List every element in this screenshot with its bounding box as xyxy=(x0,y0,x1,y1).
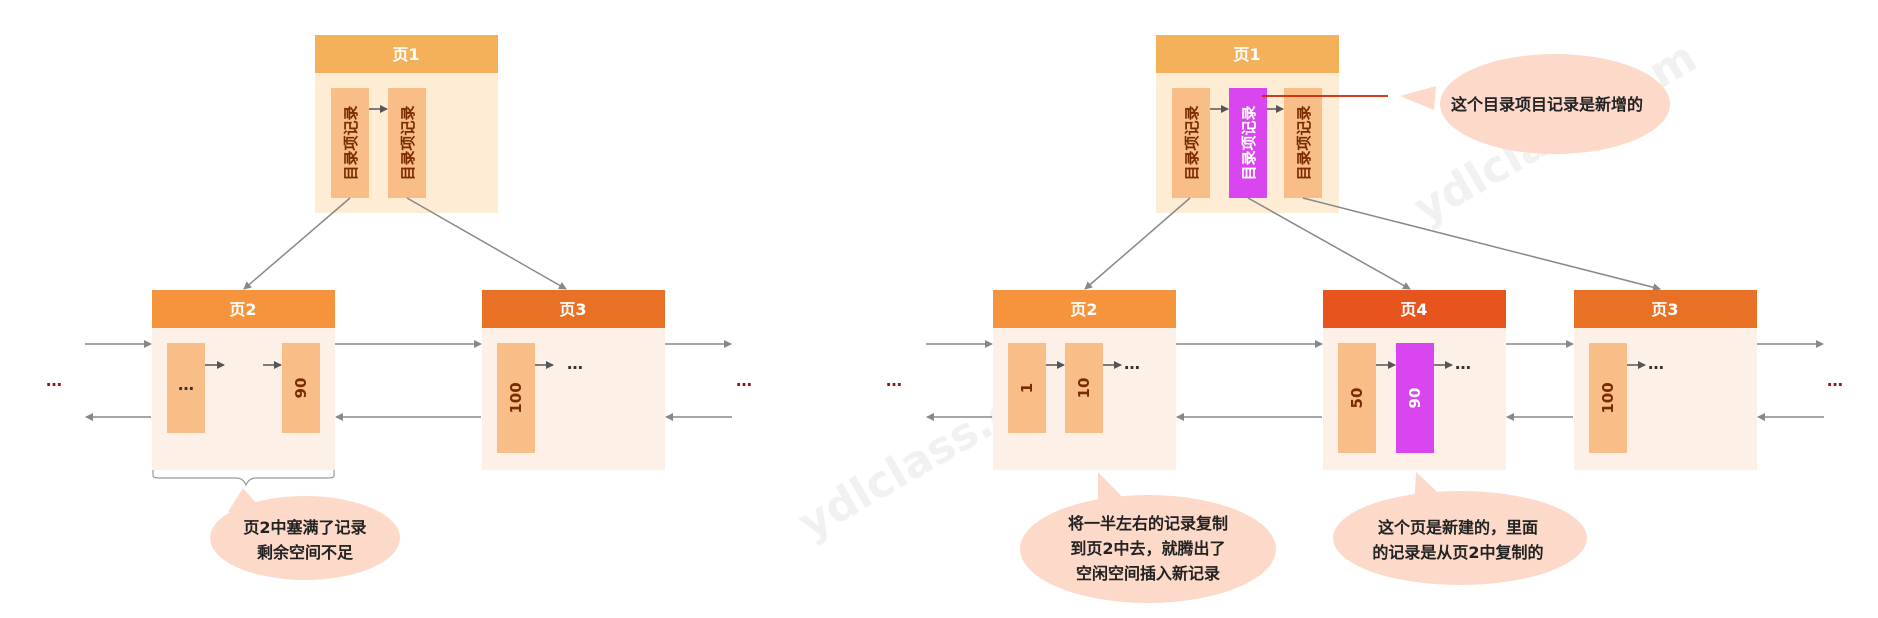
directory-record-label: 目录项记录 xyxy=(1183,105,1201,180)
ellipsis: … xyxy=(567,354,583,373)
directory-record-label: 目录项记录 xyxy=(1240,105,1258,180)
record-value: 1 xyxy=(1018,383,1036,393)
page-title: 页2 xyxy=(1070,300,1097,319)
speech-bubble: 页2中塞满了记录 剩余空间不足 xyxy=(210,488,400,580)
left-page2: 页2 … 90 xyxy=(152,290,335,470)
left-page3: 页3 100 … xyxy=(482,290,665,470)
new-data-record xyxy=(1396,343,1434,453)
data-record xyxy=(1338,343,1376,453)
directory-record-label: 目录项记录 xyxy=(342,105,360,180)
pointer-arrow xyxy=(406,197,567,290)
right-diagram: 页1 目录项记录 目录项记录 目录项记录 这个目录项目记录是新增的 页2 xyxy=(886,35,1843,603)
bubble-text: 到页2中去，就腾出了 xyxy=(1070,539,1225,558)
right-page4: 页4 50 90 … xyxy=(1323,290,1506,470)
speech-bubble: 这个页是新建的，里面 的记录是从页2中复制的 xyxy=(1333,472,1587,585)
bubble-text: 的记录是从页2中复制的 xyxy=(1372,543,1543,562)
page-title: 页3 xyxy=(1651,300,1678,319)
pointer-arrow xyxy=(1302,197,1661,292)
data-record xyxy=(167,343,205,433)
directory-record-label: 目录项记录 xyxy=(1295,105,1313,180)
ellipsis: … xyxy=(886,371,902,390)
data-record xyxy=(1008,343,1046,433)
right-page3: 页3 100 … xyxy=(1574,290,1757,470)
speech-bubble: 将一半左右的记录复制 到页2中去，就腾出了 空闲空间插入新记录 xyxy=(1020,472,1276,603)
data-record xyxy=(282,343,320,433)
directory-record-label: 目录项记录 xyxy=(399,105,417,180)
directory-record xyxy=(331,88,369,198)
directory-record xyxy=(388,88,426,198)
speech-bubble: 这个目录项目记录是新增的 xyxy=(1400,54,1670,154)
page-title: 页1 xyxy=(392,45,419,64)
ellipsis: … xyxy=(1648,354,1664,373)
page-title: 页1 xyxy=(1233,45,1260,64)
record-value: 100 xyxy=(1599,382,1617,413)
left-page1: 页1 目录项记录 目录项记录 xyxy=(315,35,498,213)
record-value: 100 xyxy=(507,382,525,413)
pointer-arrow xyxy=(1084,197,1191,290)
pointer-arrow xyxy=(1247,197,1411,290)
data-record xyxy=(1065,343,1103,433)
ellipsis: … xyxy=(178,375,194,394)
ellipsis: … xyxy=(1124,354,1140,373)
page-title: 页2 xyxy=(229,300,256,319)
page-title: 页3 xyxy=(559,300,586,319)
bubble-text: 空闲空间插入新记录 xyxy=(1076,564,1220,583)
data-record xyxy=(1589,343,1627,453)
right-page2: 页2 1 10 … xyxy=(993,290,1176,470)
directory-record xyxy=(1172,88,1210,198)
bubble-text: 剩余空间不足 xyxy=(257,543,354,562)
pointer-arrow xyxy=(243,197,351,290)
directory-record xyxy=(1284,88,1322,198)
bubble-text: 页2中塞满了记录 xyxy=(243,518,366,537)
right-page1: 页1 目录项记录 目录项记录 目录项记录 xyxy=(1156,35,1339,213)
record-value: 50 xyxy=(1348,388,1366,409)
page-title: 页4 xyxy=(1400,300,1427,319)
new-directory-record xyxy=(1229,88,1267,198)
bubble-text: 这个页是新建的，里面 xyxy=(1378,518,1538,537)
bubble-text: 将一半左右的记录复制 xyxy=(1068,514,1228,533)
record-value: 90 xyxy=(1406,388,1424,409)
left-diagram: 页1 目录项记录 目录项记录 页2 … 90 页3 xyxy=(46,35,752,580)
data-record xyxy=(497,343,535,453)
record-value: 90 xyxy=(292,378,310,399)
bubble-text: 这个目录项目记录是新增的 xyxy=(1451,95,1643,114)
record-value: 10 xyxy=(1075,378,1093,399)
ellipsis: … xyxy=(1827,371,1843,390)
ellipsis: … xyxy=(736,371,752,390)
ellipsis: … xyxy=(1455,354,1471,373)
brace xyxy=(152,470,335,487)
ellipsis: … xyxy=(46,371,62,390)
